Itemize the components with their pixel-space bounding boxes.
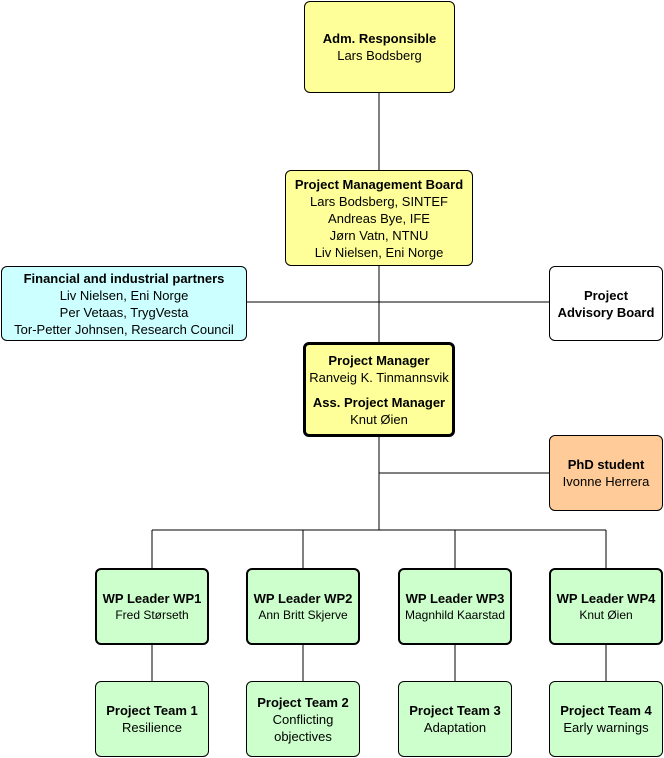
team-line1: Conflicting: [272, 711, 334, 727]
wp-leader-name: Fred Størseth: [115, 607, 189, 622]
wp-leader-name: Ann Britt Skjerve: [258, 607, 348, 622]
advisory-line2: Advisory Board: [557, 304, 655, 320]
pmb-member: Andreas Bye, IFE: [328, 210, 430, 226]
pm-name: Ranveig K. Tinmannsvik: [309, 369, 449, 385]
pmb-title: Project Management Board: [294, 176, 464, 192]
phd-student-box: PhD student Ivonne Herrera: [549, 435, 663, 511]
partners-member: Per Vetaas, TrygVesta: [59, 304, 189, 320]
wp-leader-box-2: WP Leader WP2 Ann Britt Skjerve: [246, 568, 360, 645]
project-team-box-2: Project Team 2 Conflicting objectives: [246, 681, 360, 757]
pmb-member: Lars Bodsberg, SINTEF: [310, 193, 448, 209]
team-title: Project Team 3: [409, 703, 501, 718]
wp-leader-title: WP Leader WP1: [102, 590, 202, 606]
wp-leader-name: Magnhild Kaarstad: [404, 607, 506, 622]
partners-member: Tor-Petter Johnsen, Research Council: [14, 321, 234, 337]
pmb-member: Jørn Vatn, NTNU: [329, 227, 429, 243]
project-team-box-3: Project Team 3 Adaptation: [398, 681, 512, 757]
team-line1: Adaptation: [423, 720, 487, 735]
project-team-box-1: Project Team 1 Resilience: [95, 681, 209, 757]
team-title: Project Team 4: [560, 703, 652, 718]
pmb-member: Liv Nielsen, Eni Norge: [314, 244, 444, 260]
phd-name: Ivonne Herrera: [562, 474, 650, 489]
phd-title: PhD student: [567, 457, 645, 472]
adm-title: Adm. Responsible: [322, 31, 437, 46]
wp-leader-box-1: WP Leader WP1 Fred Størseth: [95, 568, 209, 645]
project-manager-box: Project Manager Ranveig K. Tinmannsvik A…: [303, 342, 455, 437]
adm-name: Lars Bodsberg: [337, 48, 422, 63]
wp-leader-title: WP Leader WP3: [405, 590, 505, 606]
advisory-board-box: Project Advisory Board: [549, 266, 663, 341]
team-line1: Resilience: [122, 720, 182, 735]
wp-leader-box-3: WP Leader WP3 Magnhild Kaarstad: [398, 568, 512, 645]
adm-responsible-box: Adm. Responsible Lars Bodsberg: [304, 1, 455, 93]
team-line1: Early warnings: [563, 720, 649, 735]
wp-leader-name: Knut Øien: [579, 607, 633, 622]
pmb-box: Project Management Board Lars Bodsberg, …: [285, 170, 473, 266]
pm-title: Project Manager: [328, 352, 430, 368]
project-team-box-4: Project Team 4 Early warnings: [549, 681, 663, 757]
advisory-line1: Project: [583, 287, 629, 303]
ass-pm-name: Knut Øien: [350, 411, 408, 427]
partners-title: Financial and industrial partners: [23, 270, 225, 286]
wp-leader-box-4: WP Leader WP4 Knut Øien: [549, 568, 663, 645]
wp-leader-title: WP Leader WP2: [253, 590, 353, 606]
partners-member: Liv Nielsen, Eni Norge: [59, 287, 189, 303]
wp-leader-title: WP Leader WP4: [556, 590, 656, 606]
ass-pm-title: Ass. Project Manager: [312, 394, 446, 410]
team-title: Project Team 2: [257, 694, 349, 710]
team-title: Project Team 1: [106, 703, 198, 718]
team-line2: objectives: [274, 728, 332, 744]
partners-box: Financial and industrial partners Liv Ni…: [1, 266, 247, 341]
